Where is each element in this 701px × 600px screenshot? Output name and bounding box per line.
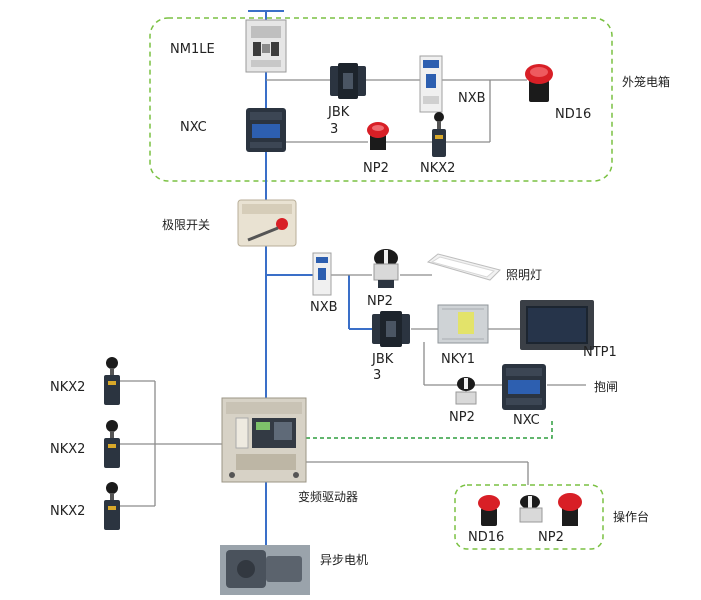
np2-button-console xyxy=(558,493,582,526)
label-nd16-console: ND16 xyxy=(468,530,504,545)
label-nkx2-left-1: NKX2 xyxy=(50,380,85,395)
label-nkx2-left-2: NKX2 xyxy=(50,442,85,457)
label-np2-mid: NP2 xyxy=(367,294,393,309)
label-np2-console: NP2 xyxy=(538,530,564,545)
nm1le-breaker xyxy=(245,19,287,73)
label-np2-low: NP2 xyxy=(449,410,475,425)
outer-cabinet-group xyxy=(149,17,613,182)
np2-button-top xyxy=(367,122,389,150)
label-nkx2-left-3: NKX2 xyxy=(50,504,85,519)
nkx2-switch-left-1 xyxy=(104,357,120,405)
vfd-cabinet xyxy=(221,397,307,483)
label-lighting: 照明灯 xyxy=(506,268,542,282)
nxb-breaker-top xyxy=(419,55,443,113)
label-nxb-mid: NXB xyxy=(310,300,338,315)
label-motor: 异步电机 xyxy=(320,553,368,567)
async-motor xyxy=(220,545,310,595)
label-jbk-mid-2: 3 xyxy=(373,368,381,383)
label-nd16-top: ND16 xyxy=(555,107,591,122)
console-group xyxy=(454,484,604,550)
signal-line xyxy=(306,420,553,439)
label-jbk-mid-1: JBK xyxy=(371,352,394,367)
label-nxb-top: NXB xyxy=(458,91,486,106)
np2-selector-mid xyxy=(373,249,399,288)
nkx2-switch-top xyxy=(432,112,446,157)
lighting-fixture xyxy=(426,253,501,281)
jbk-transformer-top xyxy=(330,63,366,99)
label-limit-switch: 极限开关 xyxy=(162,218,210,232)
nkx2-switch-left-3 xyxy=(104,482,120,530)
label-jbk-top-1: JBK xyxy=(327,105,350,120)
label-nky1: NKY1 xyxy=(441,352,475,367)
np2-selector-console xyxy=(519,495,543,523)
nxb-breaker-mid xyxy=(312,252,332,296)
control-lines xyxy=(118,79,586,507)
label-jbk-top-2: 3 xyxy=(330,122,338,137)
np2-selector-low xyxy=(455,377,477,405)
label-brake: 抱闸 xyxy=(594,379,618,394)
nxc-contactor-top xyxy=(246,108,286,152)
nd16-indicator-console xyxy=(478,495,500,526)
nkx2-switch-left-2 xyxy=(104,420,120,468)
limit-switch-box xyxy=(237,199,297,247)
jbk-transformer-mid xyxy=(372,311,410,347)
label-ntp1: NTP1 xyxy=(583,345,617,360)
ntp1-touch-panel xyxy=(520,300,594,350)
nxc-contactor-low xyxy=(502,364,546,410)
label-outer-cabinet: 外笼电箱 xyxy=(622,74,670,89)
nky1-power-supply xyxy=(437,304,489,344)
nd16-indicator-top xyxy=(525,64,553,102)
label-np2-top: NP2 xyxy=(363,161,389,176)
label-nm1le: NM1LE xyxy=(170,42,215,57)
label-nkx2-top: NKX2 xyxy=(420,161,455,176)
label-vfd: 变频驱动器 xyxy=(298,489,358,504)
label-console: 操作台 xyxy=(613,509,649,524)
label-nxc-low: NXC xyxy=(513,413,540,428)
label-nxc-top: NXC xyxy=(180,120,207,135)
